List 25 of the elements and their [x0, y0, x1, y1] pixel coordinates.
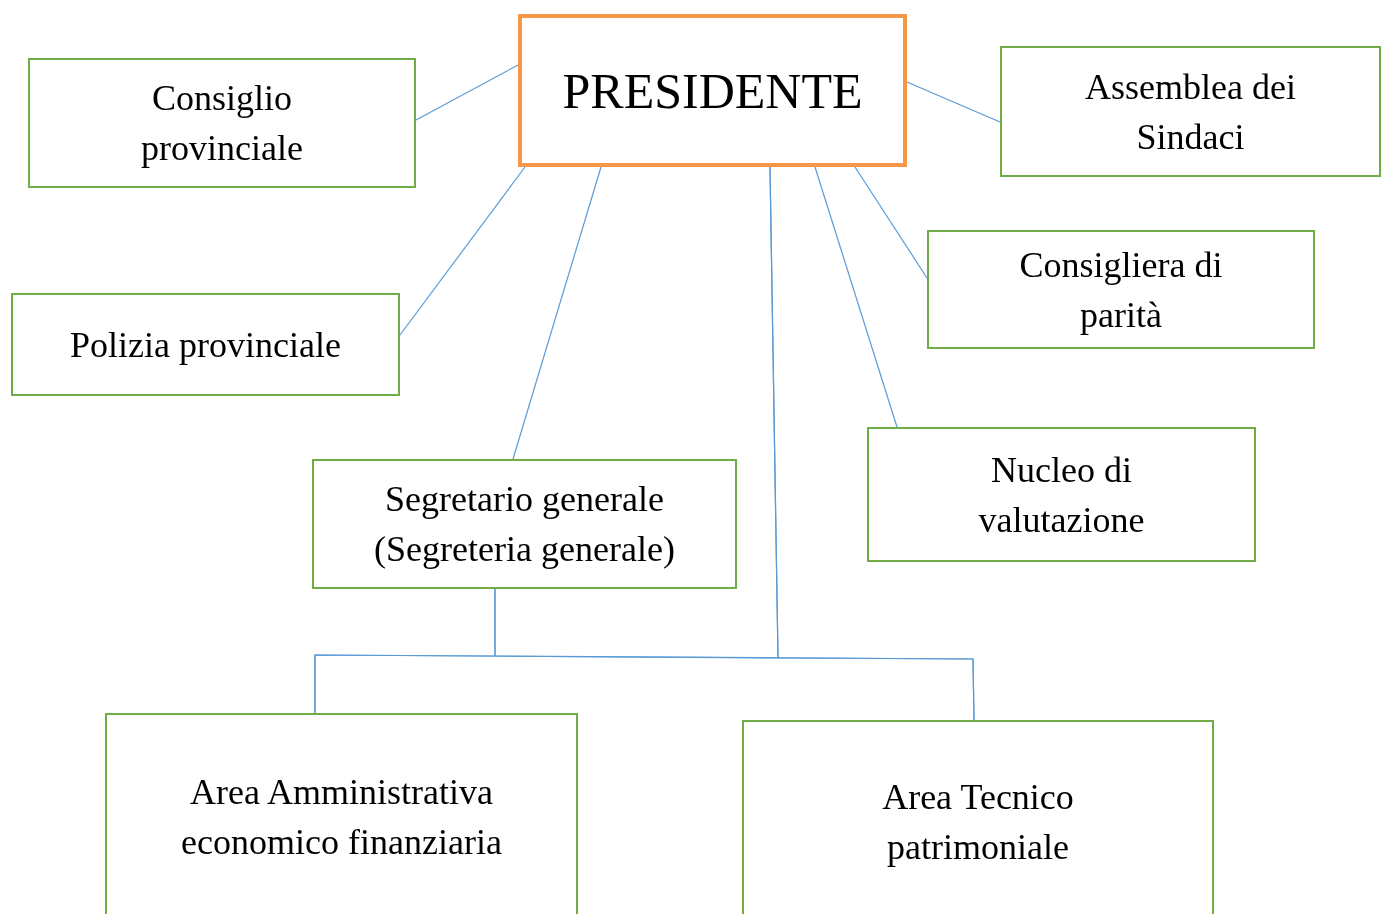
office-box	[312, 459, 737, 589]
box-label: Consigliera di parità	[1018, 243, 1224, 337]
office-box	[1000, 46, 1381, 177]
connector-line	[814, 166, 898, 428]
box-label: Consiglio provinciale	[140, 77, 304, 170]
office-box	[105, 713, 578, 914]
office-box	[742, 720, 1214, 914]
box-label: Assemblea dei Sindaci	[1084, 65, 1297, 159]
connector-line	[854, 166, 928, 279]
box-label: PRESIDENTE	[561, 65, 864, 116]
box-label: Nucleo di valutazione	[977, 448, 1146, 542]
connector-line	[415, 64, 519, 121]
box-label: Polizia provinciale	[69, 323, 342, 367]
office-box	[28, 58, 416, 188]
connector-line	[399, 166, 526, 336]
box-label: Area Tecnico patrimoniale	[881, 776, 1075, 869]
box-label: Area Amministrativa economico finanziaria	[180, 771, 503, 864]
president-box	[518, 14, 907, 167]
office-box	[11, 293, 400, 396]
connector-line	[512, 166, 602, 460]
box-label: Segretario generale (Segreteria generale)	[373, 478, 676, 571]
connector-line	[906, 81, 1001, 123]
connector-line	[494, 588, 975, 721]
office-box	[927, 230, 1315, 349]
office-box	[867, 427, 1256, 562]
